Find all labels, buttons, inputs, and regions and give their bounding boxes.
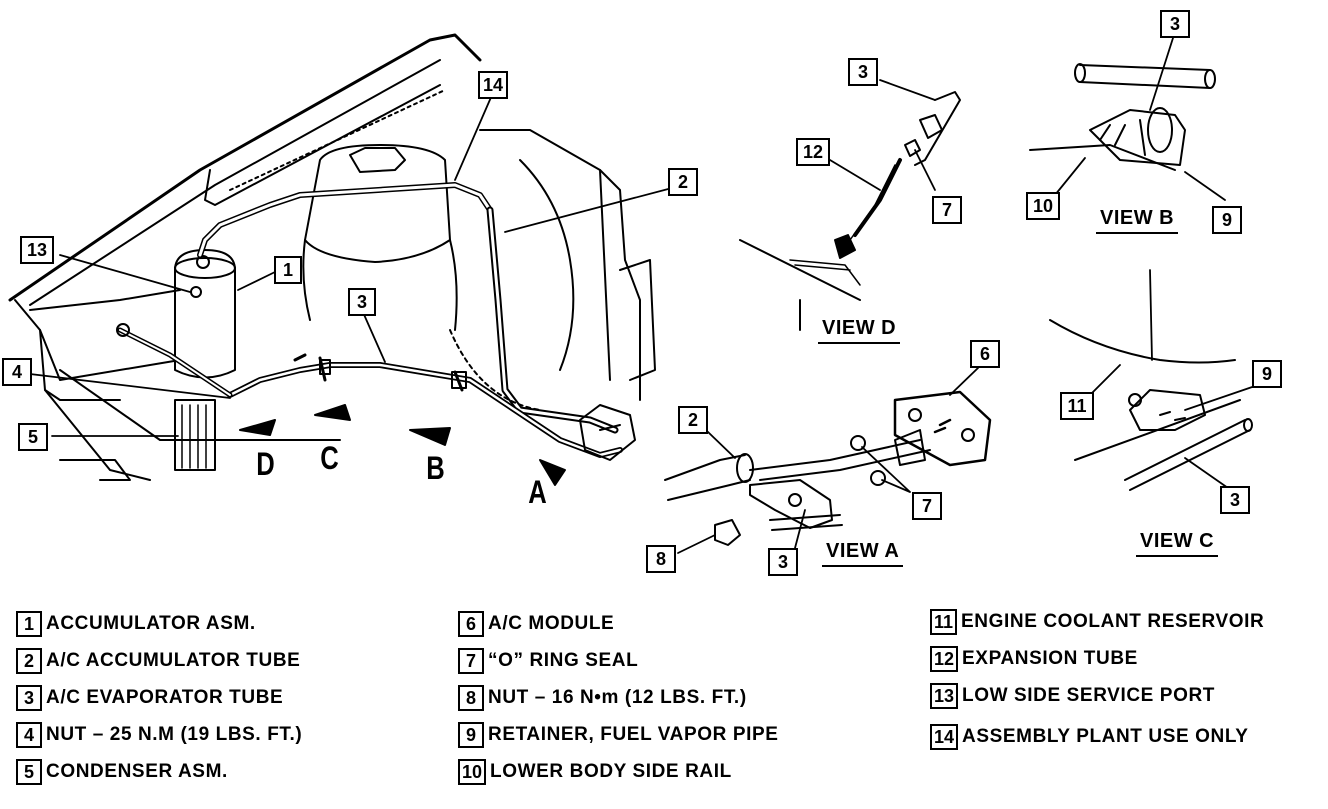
callout-5: 5 xyxy=(18,423,48,451)
callout-10: 10 xyxy=(1026,192,1060,220)
legend-item: 7 “O” RING SEAL xyxy=(458,647,638,675)
legend-label: A/C MODULE xyxy=(488,613,615,634)
view-d-drawing xyxy=(739,79,961,331)
legend-label: LOWER BODY SIDE RAIL xyxy=(490,761,732,782)
legend-number: 11 xyxy=(930,609,958,635)
legend-number: 12 xyxy=(930,646,959,672)
legend-item: 13 LOW SIDE SERVICE PORT xyxy=(930,682,1215,710)
legend-number: 6 xyxy=(458,611,484,637)
legend-item: 10 LOWER BODY SIDE RAIL xyxy=(458,758,732,786)
legend-label: NUT – 16 N•m (12 LBS. FT.) xyxy=(488,687,747,708)
legend-item: 4 NUT – 25 N.M (19 LBS. FT.) xyxy=(16,721,302,749)
callout-7: 7 xyxy=(912,492,942,520)
legend-label: A/C ACCUMULATOR TUBE xyxy=(46,650,301,671)
legend-number: 14 xyxy=(930,724,959,750)
arrow-label-c: C xyxy=(320,440,339,476)
main-leader-lines xyxy=(29,94,673,437)
legend-number: 8 xyxy=(458,685,484,711)
callout-9: 9 xyxy=(1212,206,1242,234)
legend-label: ENGINE COOLANT RESERVOIR xyxy=(961,611,1265,632)
callout-3: 3 xyxy=(768,548,798,576)
legend-item: 3 A/C EVAPORATOR TUBE xyxy=(16,684,283,712)
callout-3: 3 xyxy=(1160,10,1190,38)
callout-14: 14 xyxy=(478,71,508,99)
legend-number: 4 xyxy=(16,722,42,748)
callout-7: 7 xyxy=(932,196,962,224)
legend-number: 2 xyxy=(16,648,42,674)
legend-number: 5 xyxy=(16,759,42,785)
legend-label: LOW SIDE SERVICE PORT xyxy=(962,685,1215,706)
legend-label: RETAINER, FUEL VAPOR PIPE xyxy=(488,724,779,745)
legend-number: 3 xyxy=(16,685,42,711)
legend-item: 2 A/C ACCUMULATOR TUBE xyxy=(16,647,300,675)
legend-label: “O” RING SEAL xyxy=(488,650,639,671)
legend-label: ASSEMBLY PLANT USE ONLY xyxy=(962,726,1249,747)
view-b-drawing xyxy=(1029,37,1226,201)
legend-number: 1 xyxy=(16,611,42,637)
legend-label: EXPANSION TUBE xyxy=(962,648,1138,669)
legend-item: 1 ACCUMULATOR ASM. xyxy=(16,610,256,638)
legend-number: 10 xyxy=(458,759,487,785)
callout-4: 4 xyxy=(2,358,32,386)
legend-item: 12 EXPANSION TUBE xyxy=(930,645,1138,673)
callout-3: 3 xyxy=(1220,486,1250,514)
callout-12: 12 xyxy=(796,138,830,166)
legend-label: ACCUMULATOR ASM. xyxy=(46,613,256,634)
view-d-label: VIEW D xyxy=(818,317,901,344)
legend-number: 13 xyxy=(930,683,959,709)
view-c-drawing xyxy=(1049,269,1259,491)
legend-item: 5 CONDENSER ASM. xyxy=(16,758,228,786)
arrow-label-a: A xyxy=(528,474,547,510)
callout-2: 2 xyxy=(678,406,708,434)
callout-3: 3 xyxy=(348,288,376,316)
legend-label: A/C EVAPORATOR TUBE xyxy=(46,687,284,708)
legend-item: 8 NUT – 16 N•m (12 LBS. FT.) xyxy=(458,684,747,712)
callout-1: 1 xyxy=(274,256,302,284)
legend-item: 9 RETAINER, FUEL VAPOR PIPE xyxy=(458,721,779,749)
legend-item: 11 ENGINE COOLANT RESERVOIR xyxy=(930,608,1264,636)
legend-label: NUT – 25 N.M (19 LBS. FT.) xyxy=(46,724,303,745)
callout-6: 6 xyxy=(970,340,1000,368)
main-view-drawing xyxy=(8,33,656,486)
callout-11: 11 xyxy=(1060,392,1094,420)
callout-2: 2 xyxy=(668,168,698,196)
arrow-label-d: D xyxy=(256,446,275,482)
legend-item: 14 ASSEMBLY PLANT USE ONLY xyxy=(930,723,1249,751)
view-b-label: VIEW B xyxy=(1096,207,1179,234)
callout-8: 8 xyxy=(646,545,676,573)
callout-13: 13 xyxy=(20,236,54,264)
legend-number: 7 xyxy=(458,648,484,674)
legend-number: 9 xyxy=(458,722,484,748)
callout-3: 3 xyxy=(848,58,878,86)
view-a-drawing xyxy=(664,367,992,554)
legend-label: CONDENSER ASM. xyxy=(46,761,228,782)
view-a-label: VIEW A xyxy=(822,540,904,567)
arrow-label-b: B xyxy=(426,450,445,486)
callout-9: 9 xyxy=(1252,360,1282,388)
legend-item: 6 A/C MODULE xyxy=(458,610,614,638)
view-c-label: VIEW C xyxy=(1136,530,1219,557)
